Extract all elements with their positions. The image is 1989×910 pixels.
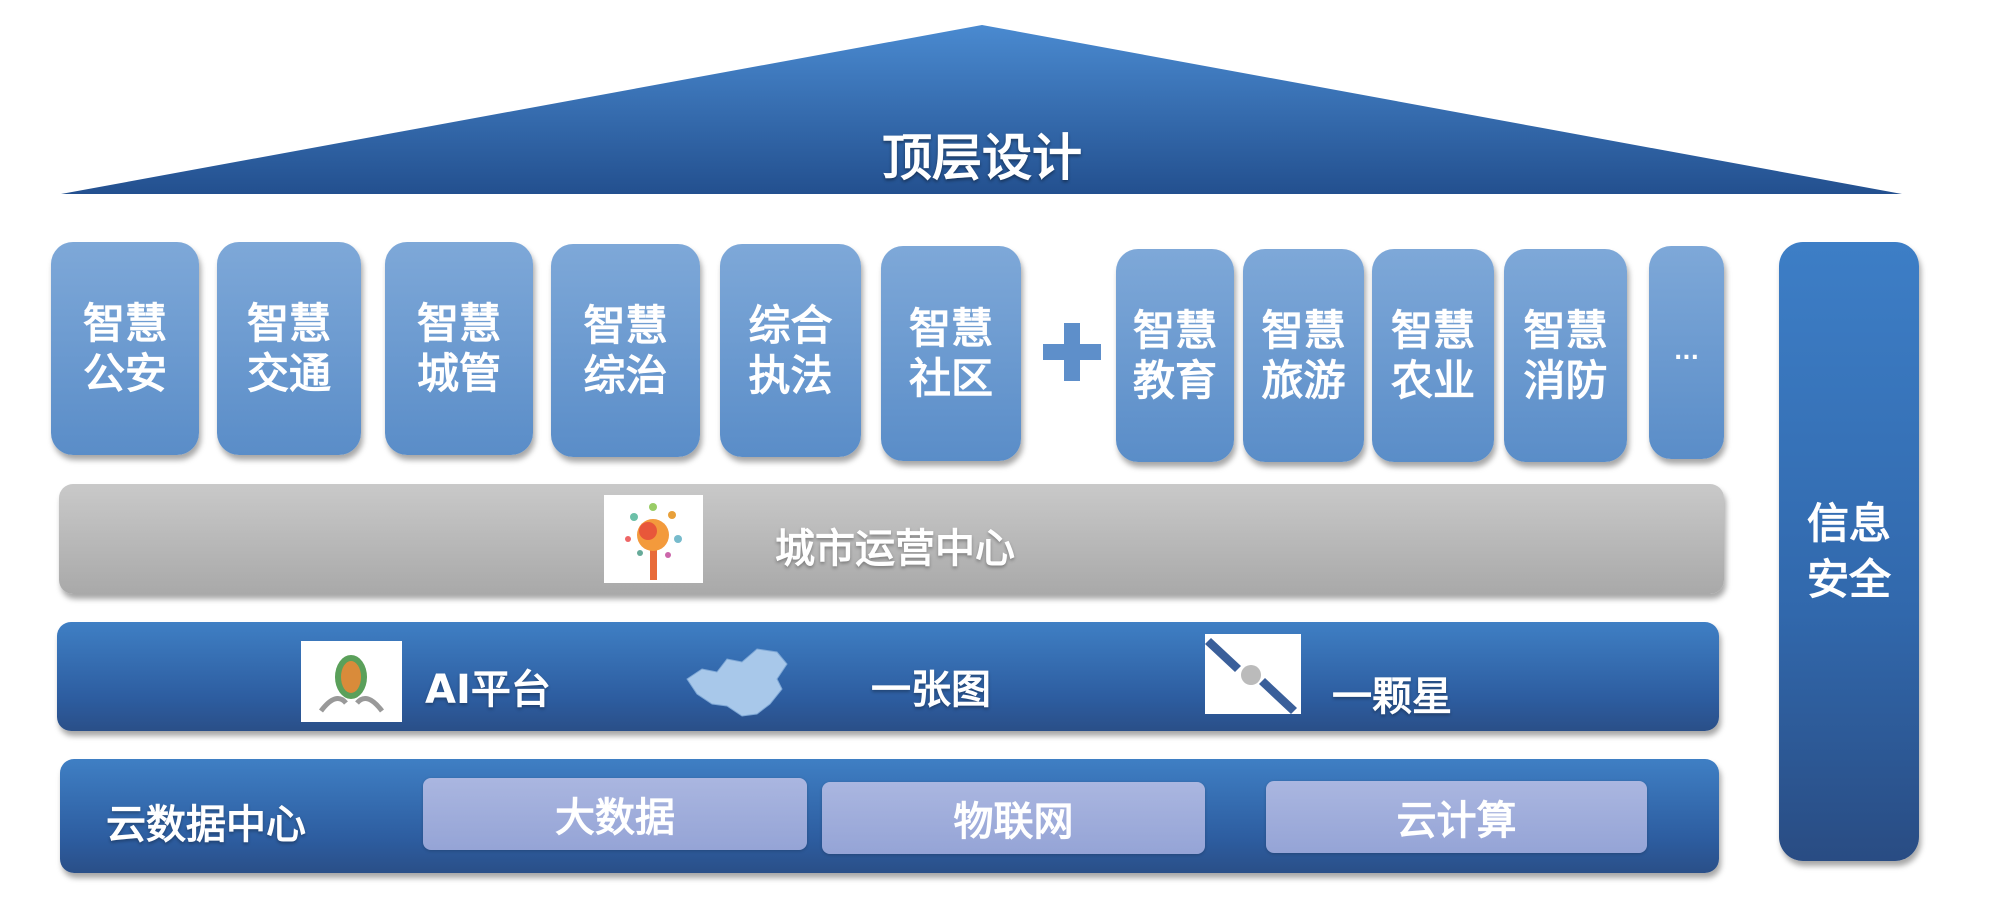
- ext-tile-more: ...: [1649, 246, 1724, 459]
- ext-tile-fire: 智慧消防: [1504, 249, 1627, 462]
- satellite-label: 一颗星: [1332, 674, 1452, 720]
- plus-icon: [1043, 323, 1101, 381]
- cloud-data-center-label: 云数据中心: [106, 802, 306, 848]
- ext-tile-agriculture: 智慧农业: [1372, 249, 1494, 462]
- operations-center-bar: [59, 484, 1724, 594]
- app-tile-community: 智慧社区: [881, 246, 1021, 461]
- ext-tile-education: 智慧教育: [1116, 249, 1234, 462]
- ai-platform-label: AI平台: [425, 667, 551, 713]
- roof-title: 顶层设计: [882, 129, 1082, 187]
- map-label: 一张图: [871, 667, 991, 713]
- china-map-icon: [686, 648, 788, 717]
- app-tile-traffic: 智慧交通: [217, 242, 361, 455]
- ext-tile-tourism: 智慧旅游: [1243, 249, 1364, 462]
- brain-tree-icon: [604, 495, 703, 583]
- iot-box: 物联网: [822, 782, 1205, 854]
- big-data-box: 大数据: [423, 778, 807, 850]
- satellite-icon: [1205, 634, 1301, 714]
- ai-globe-icon: [301, 641, 402, 722]
- roof-triangle: [61, 25, 1902, 194]
- app-tile-public-security: 智慧公安: [51, 242, 199, 455]
- cloud-computing-box: 云计算: [1266, 781, 1647, 853]
- operations-center-label: 城市运营中心: [775, 526, 1015, 572]
- app-tile-city-management: 智慧城管: [385, 242, 533, 455]
- app-tile-governance: 智慧综治: [551, 244, 700, 457]
- information-security-pillar: 信息安全: [1779, 242, 1919, 861]
- app-tile-law-enforcement: 综合执法: [720, 244, 861, 457]
